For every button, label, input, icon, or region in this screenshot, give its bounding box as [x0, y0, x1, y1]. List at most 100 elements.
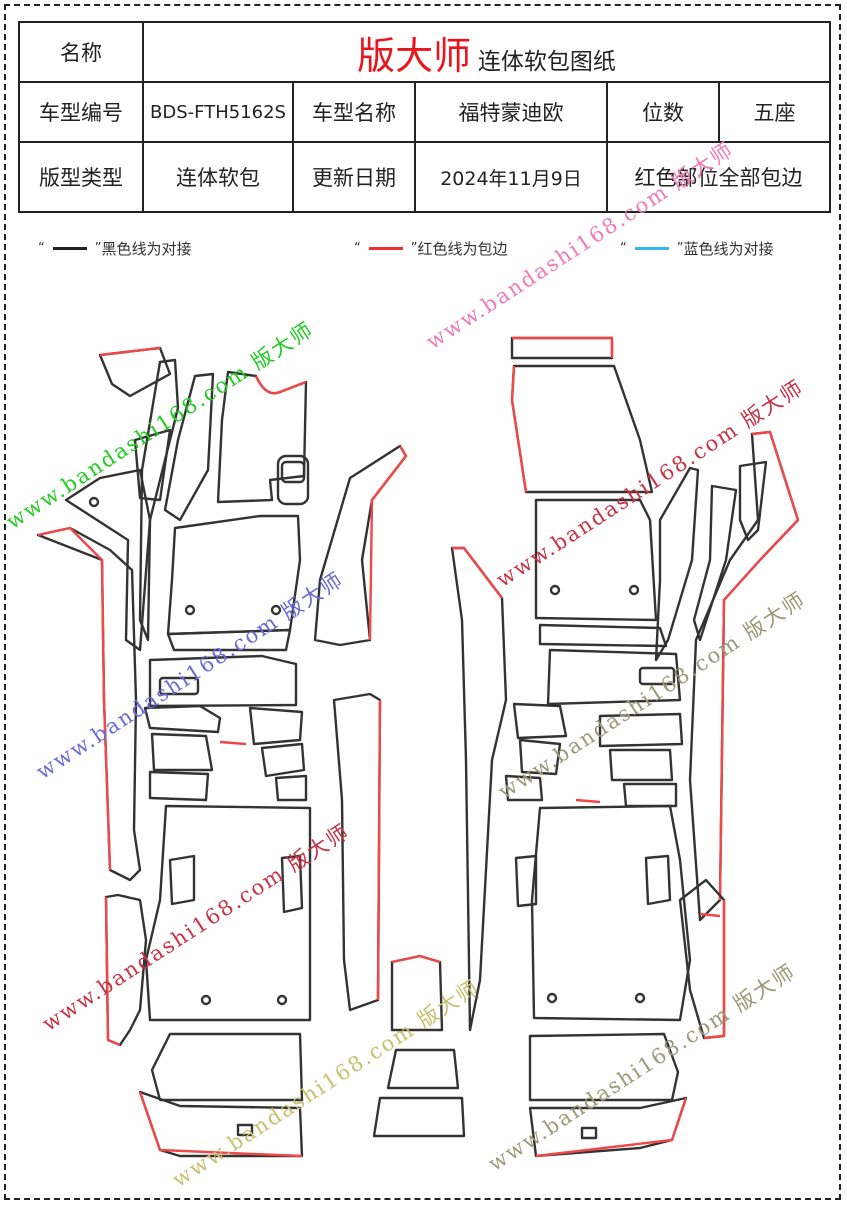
pattern-piece: [280, 460, 306, 484]
hole: [200, 994, 212, 1006]
title-cell: 版大师 连体软包图纸: [142, 21, 831, 83]
pattern-piece: [280, 854, 304, 914]
hem-edge: [512, 336, 614, 358]
model-code-value: BDS-FTH5162S: [142, 81, 294, 143]
pattern-piece: [133, 428, 172, 502]
model-code-label: 车型编号: [18, 81, 144, 143]
legend-item-red: “” 红色线为包边: [354, 239, 508, 258]
hole: [184, 604, 196, 616]
doc-title: 连体软包图纸: [477, 48, 616, 75]
pattern-piece: [148, 654, 298, 708]
pattern-piece: [166, 514, 302, 636]
pattern-piece: [638, 666, 676, 686]
page-border: [4, 4, 841, 1200]
info-table: 名称 版大师 连体软包图纸 车型编号 BDS-FTH5162S 车型名称 福特蒙…: [18, 21, 831, 213]
pattern-piece: [514, 854, 538, 908]
pattern-piece: [386, 1048, 460, 1090]
hole: [634, 992, 646, 1004]
hole: [628, 584, 640, 596]
brand-title: 版大师: [357, 33, 472, 78]
pattern-piece: [64, 468, 152, 652]
pattern-piece: [608, 748, 674, 782]
hem-edge: [575, 798, 601, 804]
pattern-piece: [150, 1032, 304, 1102]
pattern-piece: [530, 804, 692, 1022]
pattern-piece: [163, 372, 215, 522]
pattern-piece: [138, 358, 180, 642]
hem-edge: [368, 445, 408, 641]
hem-edge: [699, 912, 721, 918]
pattern-piece: [546, 648, 682, 706]
date-label: 更新日期: [292, 141, 416, 213]
hem-edge: [104, 896, 121, 1047]
legend-item-black: “” 黑色线为对接: [38, 239, 192, 258]
name-label: 名称: [18, 21, 144, 83]
type-label: 版型类型: [18, 141, 144, 213]
pattern-piece: [166, 628, 292, 652]
pattern-piece: [518, 738, 562, 776]
hole: [549, 584, 561, 596]
pattern-piece: [248, 706, 304, 746]
pattern-piece: [274, 774, 308, 802]
pattern-piece: [534, 498, 658, 622]
hem-edge: [452, 546, 503, 599]
pattern-piece: [538, 623, 668, 648]
model-name-value: 福特蒙迪欧: [414, 81, 608, 143]
hole: [546, 992, 558, 1004]
pattern-piece: [150, 732, 214, 772]
pattern-piece: [692, 484, 738, 642]
pattern-piece: [654, 466, 700, 662]
pattern-piece: [332, 692, 382, 1012]
pattern-piece: [144, 804, 312, 1022]
pattern-right: [450, 336, 800, 1158]
blue-line-swatch: [634, 246, 669, 250]
pattern-piece: [276, 454, 310, 506]
pattern-piece: [644, 854, 672, 906]
red-line-swatch: [368, 246, 403, 250]
pattern-piece: [236, 1123, 254, 1137]
date-value: 2024年11月9日: [414, 141, 608, 213]
pattern-piece: [528, 1032, 680, 1102]
legend-label-blue: 蓝色线为对接: [683, 239, 774, 258]
seats-value: 五座: [718, 81, 831, 143]
pattern-piece: [158, 676, 200, 696]
pattern-piece: [598, 712, 684, 748]
pattern-piece: [622, 782, 678, 808]
hole: [270, 604, 282, 616]
pattern-left: [36, 346, 408, 1158]
hem-edge: [391, 954, 441, 964]
hem-edge: [138, 1091, 303, 1158]
pattern-piece: [143, 704, 222, 734]
model-name-label: 车型名称: [292, 81, 416, 143]
pattern-piece: [580, 1126, 598, 1140]
pattern-piece: [168, 854, 196, 906]
pattern-piece: [372, 1096, 466, 1138]
note-cell: 红色部位全部包边: [606, 141, 831, 213]
pattern-piece: [738, 460, 768, 542]
hem-edge: [703, 900, 726, 1040]
hem-edge: [99, 346, 161, 357]
pattern-piece: [313, 444, 408, 647]
pattern-piece: [510, 336, 614, 360]
hem-edge: [254, 375, 307, 395]
seats-label: 位数: [606, 81, 720, 143]
hem-edge: [718, 430, 800, 901]
pattern-piece: [260, 742, 306, 778]
pattern-piece: [504, 774, 544, 802]
legend-label-red: 红色线为包边: [417, 239, 508, 258]
black-line-swatch: [52, 246, 87, 250]
hole: [88, 496, 100, 508]
pattern-center: [372, 954, 466, 1138]
pattern-piece: [510, 364, 654, 494]
pattern-piece: [148, 770, 210, 802]
hem-edge: [37, 526, 112, 871]
legend-item-blue: “” 蓝色线为对接: [620, 239, 774, 258]
hem-edge: [376, 699, 382, 1001]
type-value: 连体软包: [142, 141, 294, 213]
hem-edge: [510, 365, 528, 493]
hem-edge: [535, 1097, 688, 1158]
hole: [276, 994, 288, 1006]
legend-label-black: 黑色线为对接: [101, 239, 192, 258]
hem-edge: [219, 740, 247, 746]
